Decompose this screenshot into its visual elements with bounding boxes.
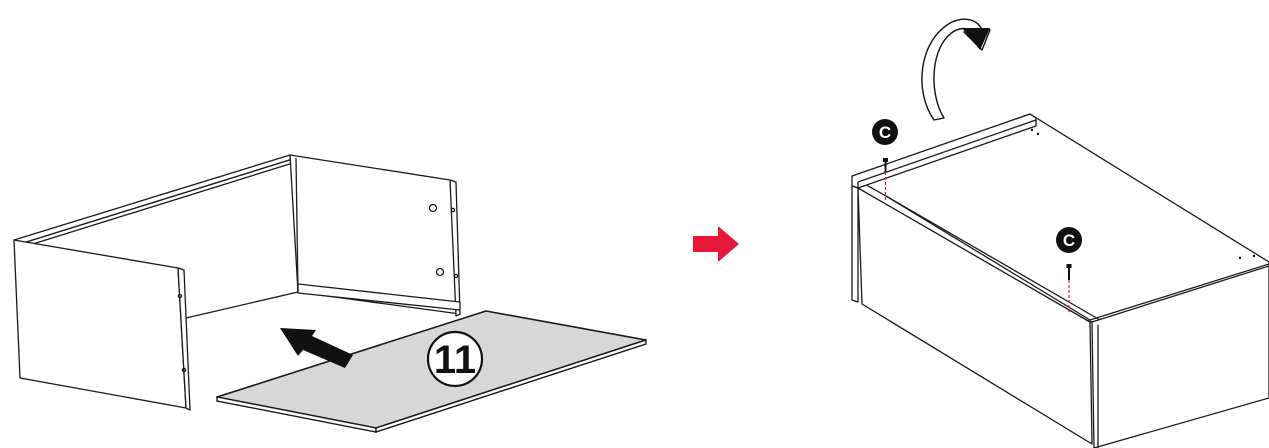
- screw-callout-2: C: [1056, 227, 1082, 312]
- dowel-hole: [177, 293, 183, 299]
- cam-hole: [428, 203, 438, 213]
- rotate-arrow-icon: [921, 18, 991, 121]
- dowel-hole: [1036, 132, 1040, 136]
- screw-callout-1: C: [872, 119, 898, 200]
- dowel-hole: [1252, 254, 1256, 258]
- cabinet-side-left: [851, 185, 1093, 445]
- right-assembly-step: C C: [851, 18, 1269, 448]
- left-side-panel: [13, 239, 191, 411]
- part-number-callout: 11: [426, 330, 484, 388]
- screw-callout-label: C: [1063, 231, 1075, 250]
- insert-direction-arrow-icon: [280, 328, 353, 368]
- dowel-hole: [1030, 128, 1034, 132]
- next-step-arrow-icon: [693, 226, 739, 262]
- right-side-panel: [289, 154, 461, 317]
- back-panel: [13, 154, 297, 249]
- screw-callout-label: C: [879, 123, 891, 142]
- dowel-hole: [1238, 256, 1242, 260]
- dowel-hole: [453, 273, 459, 279]
- cabinet-front-face: [1085, 265, 1269, 448]
- dowel-hole: [450, 207, 456, 213]
- cam-hole: [435, 267, 445, 277]
- screw-icon: [883, 158, 888, 172]
- left-assembly-step: 11: [13, 154, 647, 433]
- screw-icon: [1066, 264, 1072, 280]
- dowel-hole: [181, 367, 187, 373]
- part-number-label: 11: [434, 338, 476, 382]
